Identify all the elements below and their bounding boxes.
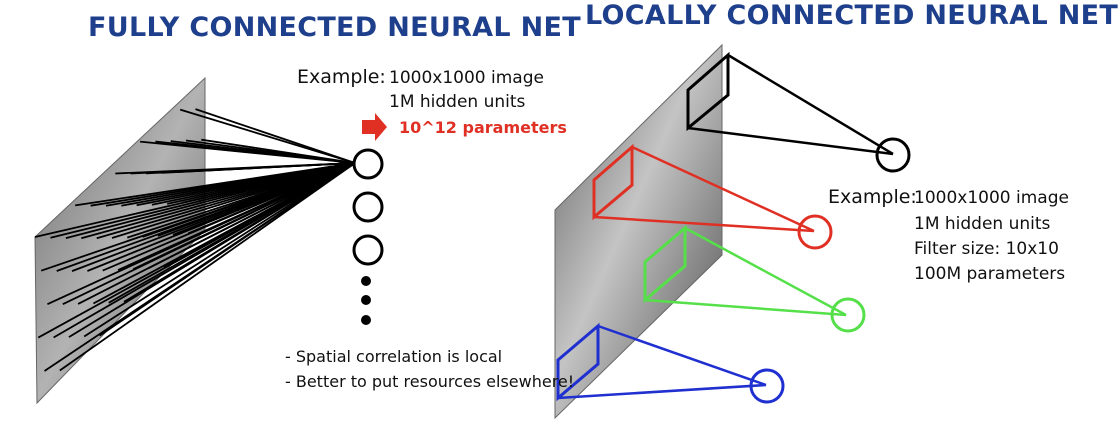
filter-line-red bbox=[593, 215, 815, 233]
ellipsis-dot bbox=[361, 276, 371, 286]
right-filter-size: Filter size: 10x10 bbox=[914, 239, 1059, 259]
red-arrow-icon bbox=[362, 113, 387, 141]
filter-line-green bbox=[684, 226, 847, 317]
connection-line bbox=[201, 138, 356, 164]
filter-patch-black bbox=[686, 51, 730, 132]
filter-line-black bbox=[687, 126, 894, 156]
left-example-label: Example: bbox=[297, 66, 386, 88]
input-image-left bbox=[34, 76, 206, 405]
filter-line-green bbox=[644, 298, 847, 317]
slide: FULLY CONNECTED NEURAL NET Example: 1000… bbox=[34, 0, 1118, 420]
ellipsis-dot bbox=[361, 315, 371, 325]
filter-patch-red bbox=[592, 143, 634, 221]
diagram-canvas bbox=[34, 43, 911, 420]
filter-line-blue bbox=[597, 324, 767, 387]
hidden-unit bbox=[352, 234, 384, 266]
connection-line bbox=[148, 162, 356, 270]
hidden-unit bbox=[352, 191, 384, 223]
hidden-unit-blue bbox=[749, 368, 785, 404]
filter-line-red bbox=[631, 145, 815, 233]
filter-patch-blue bbox=[556, 322, 600, 402]
hidden-unit-green bbox=[830, 297, 866, 333]
connection-line bbox=[191, 162, 356, 172]
right-example-units: 1M hidden units bbox=[914, 214, 1051, 234]
right-title: LOCALLY CONNECTED NEURAL NET bbox=[585, 0, 1118, 31]
connection-line bbox=[123, 162, 356, 303]
right-params: 100M parameters bbox=[914, 264, 1066, 284]
ellipsis-dot bbox=[361, 295, 371, 305]
filter-patch-green bbox=[643, 224, 687, 304]
left-example-units: 1M hidden units bbox=[389, 92, 526, 112]
filter-line-black bbox=[727, 53, 894, 156]
connection-line bbox=[202, 162, 356, 233]
connection-line bbox=[197, 162, 356, 203]
connection-line bbox=[163, 162, 356, 268]
hidden-unit-red bbox=[797, 214, 833, 250]
input-image-right bbox=[554, 43, 723, 420]
right-example-image: 1000x1000 image bbox=[914, 188, 1069, 208]
left-params: 10^12 parameters bbox=[399, 118, 567, 137]
connection-line bbox=[98, 162, 356, 337]
hidden-unit-black bbox=[875, 137, 911, 173]
connection-line bbox=[59, 162, 356, 372]
left-title: FULLY CONNECTED NEURAL NET bbox=[88, 12, 581, 43]
left-bullet-2: - Better to put resources elsewhere! bbox=[285, 372, 575, 391]
filter-line-blue bbox=[557, 383, 767, 400]
fully-connected-lines bbox=[34, 108, 356, 372]
connection-line bbox=[83, 162, 356, 338]
left-bullet-1: - Spatial correlation is local bbox=[285, 347, 503, 366]
connection-line bbox=[195, 108, 356, 164]
left-example-image: 1000x1000 image bbox=[389, 68, 544, 88]
right-example-label: Example: bbox=[828, 186, 917, 208]
hidden-unit bbox=[352, 148, 384, 180]
